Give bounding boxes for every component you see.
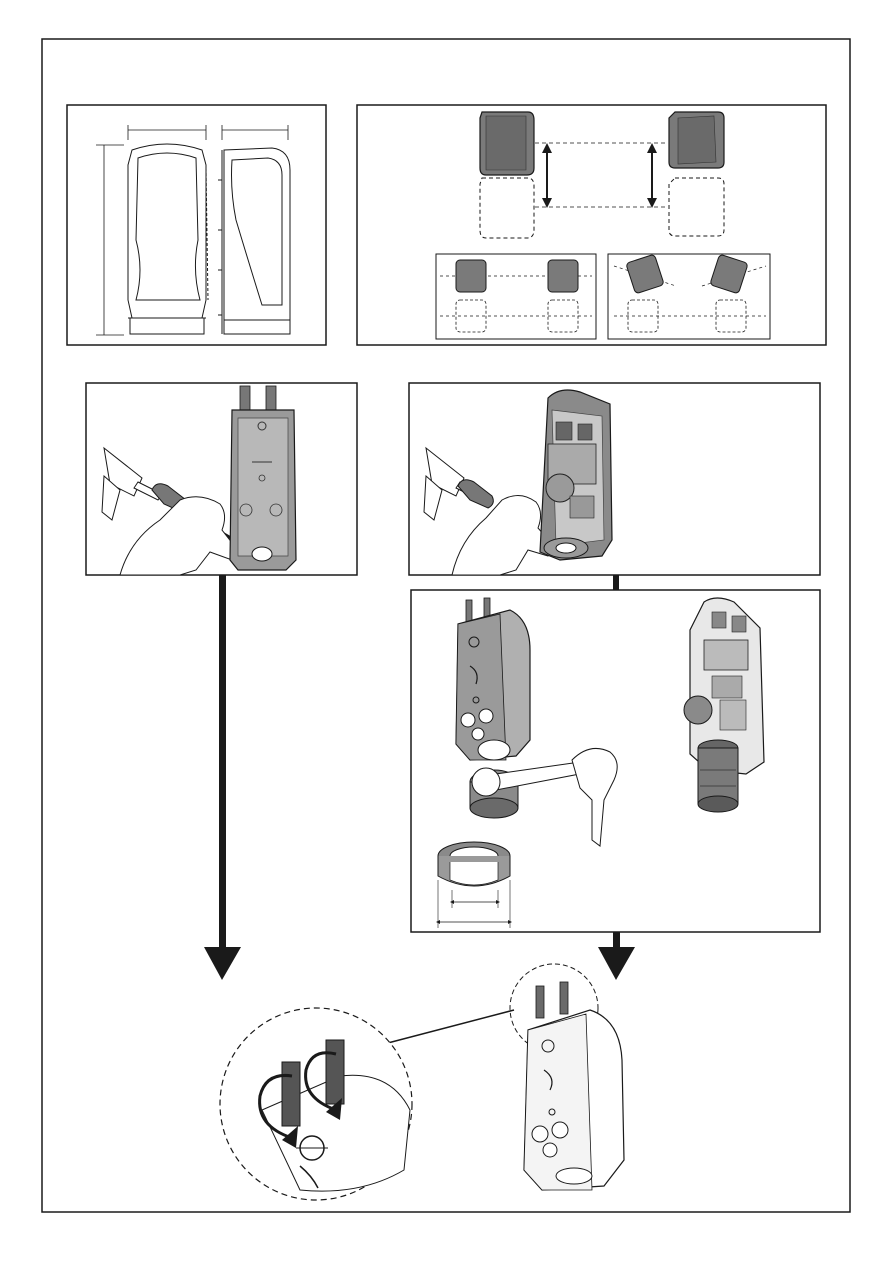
- hand-icon: [120, 497, 236, 575]
- hammer-icon: [102, 448, 162, 520]
- gland-ring-icon: [438, 842, 510, 886]
- panel-knockout-backplate: [86, 383, 357, 575]
- connector-bar: [613, 575, 619, 590]
- panel-mounting-heights: [357, 105, 826, 345]
- hand-icon: [572, 748, 617, 846]
- bracket-left-icon: [282, 1062, 300, 1126]
- device-side-icon: [218, 148, 290, 334]
- head-top-right-icon: [669, 112, 724, 168]
- open-housing-gland-icon: [684, 598, 764, 812]
- panel-bracket-rotation: [220, 964, 624, 1200]
- flow-arrow-right: [598, 932, 635, 980]
- panel-dimensions: [67, 105, 326, 345]
- panel-cable-gland: [411, 590, 820, 932]
- head-bottom-right-icon: [669, 178, 724, 236]
- housing-back-icon: [456, 598, 530, 760]
- hand-icon: [452, 495, 552, 575]
- device-front-icon: [128, 144, 208, 334]
- zoom-detail: [220, 1008, 412, 1200]
- housing-assembled-icon: [524, 982, 624, 1190]
- flow-arrow-left: [204, 575, 241, 980]
- head-bottom-left-icon: [480, 178, 534, 238]
- panel-orientation-tilted: [608, 254, 770, 339]
- wrench-icon: [472, 762, 590, 796]
- panel-knockout-open-housing: [409, 383, 820, 575]
- head-top-left-icon: [480, 112, 534, 175]
- open-housing-icon: [540, 390, 612, 560]
- backplate-icon: [230, 386, 296, 570]
- bracket-right-icon: [326, 1040, 344, 1104]
- panel-orientation-straight: [436, 254, 596, 339]
